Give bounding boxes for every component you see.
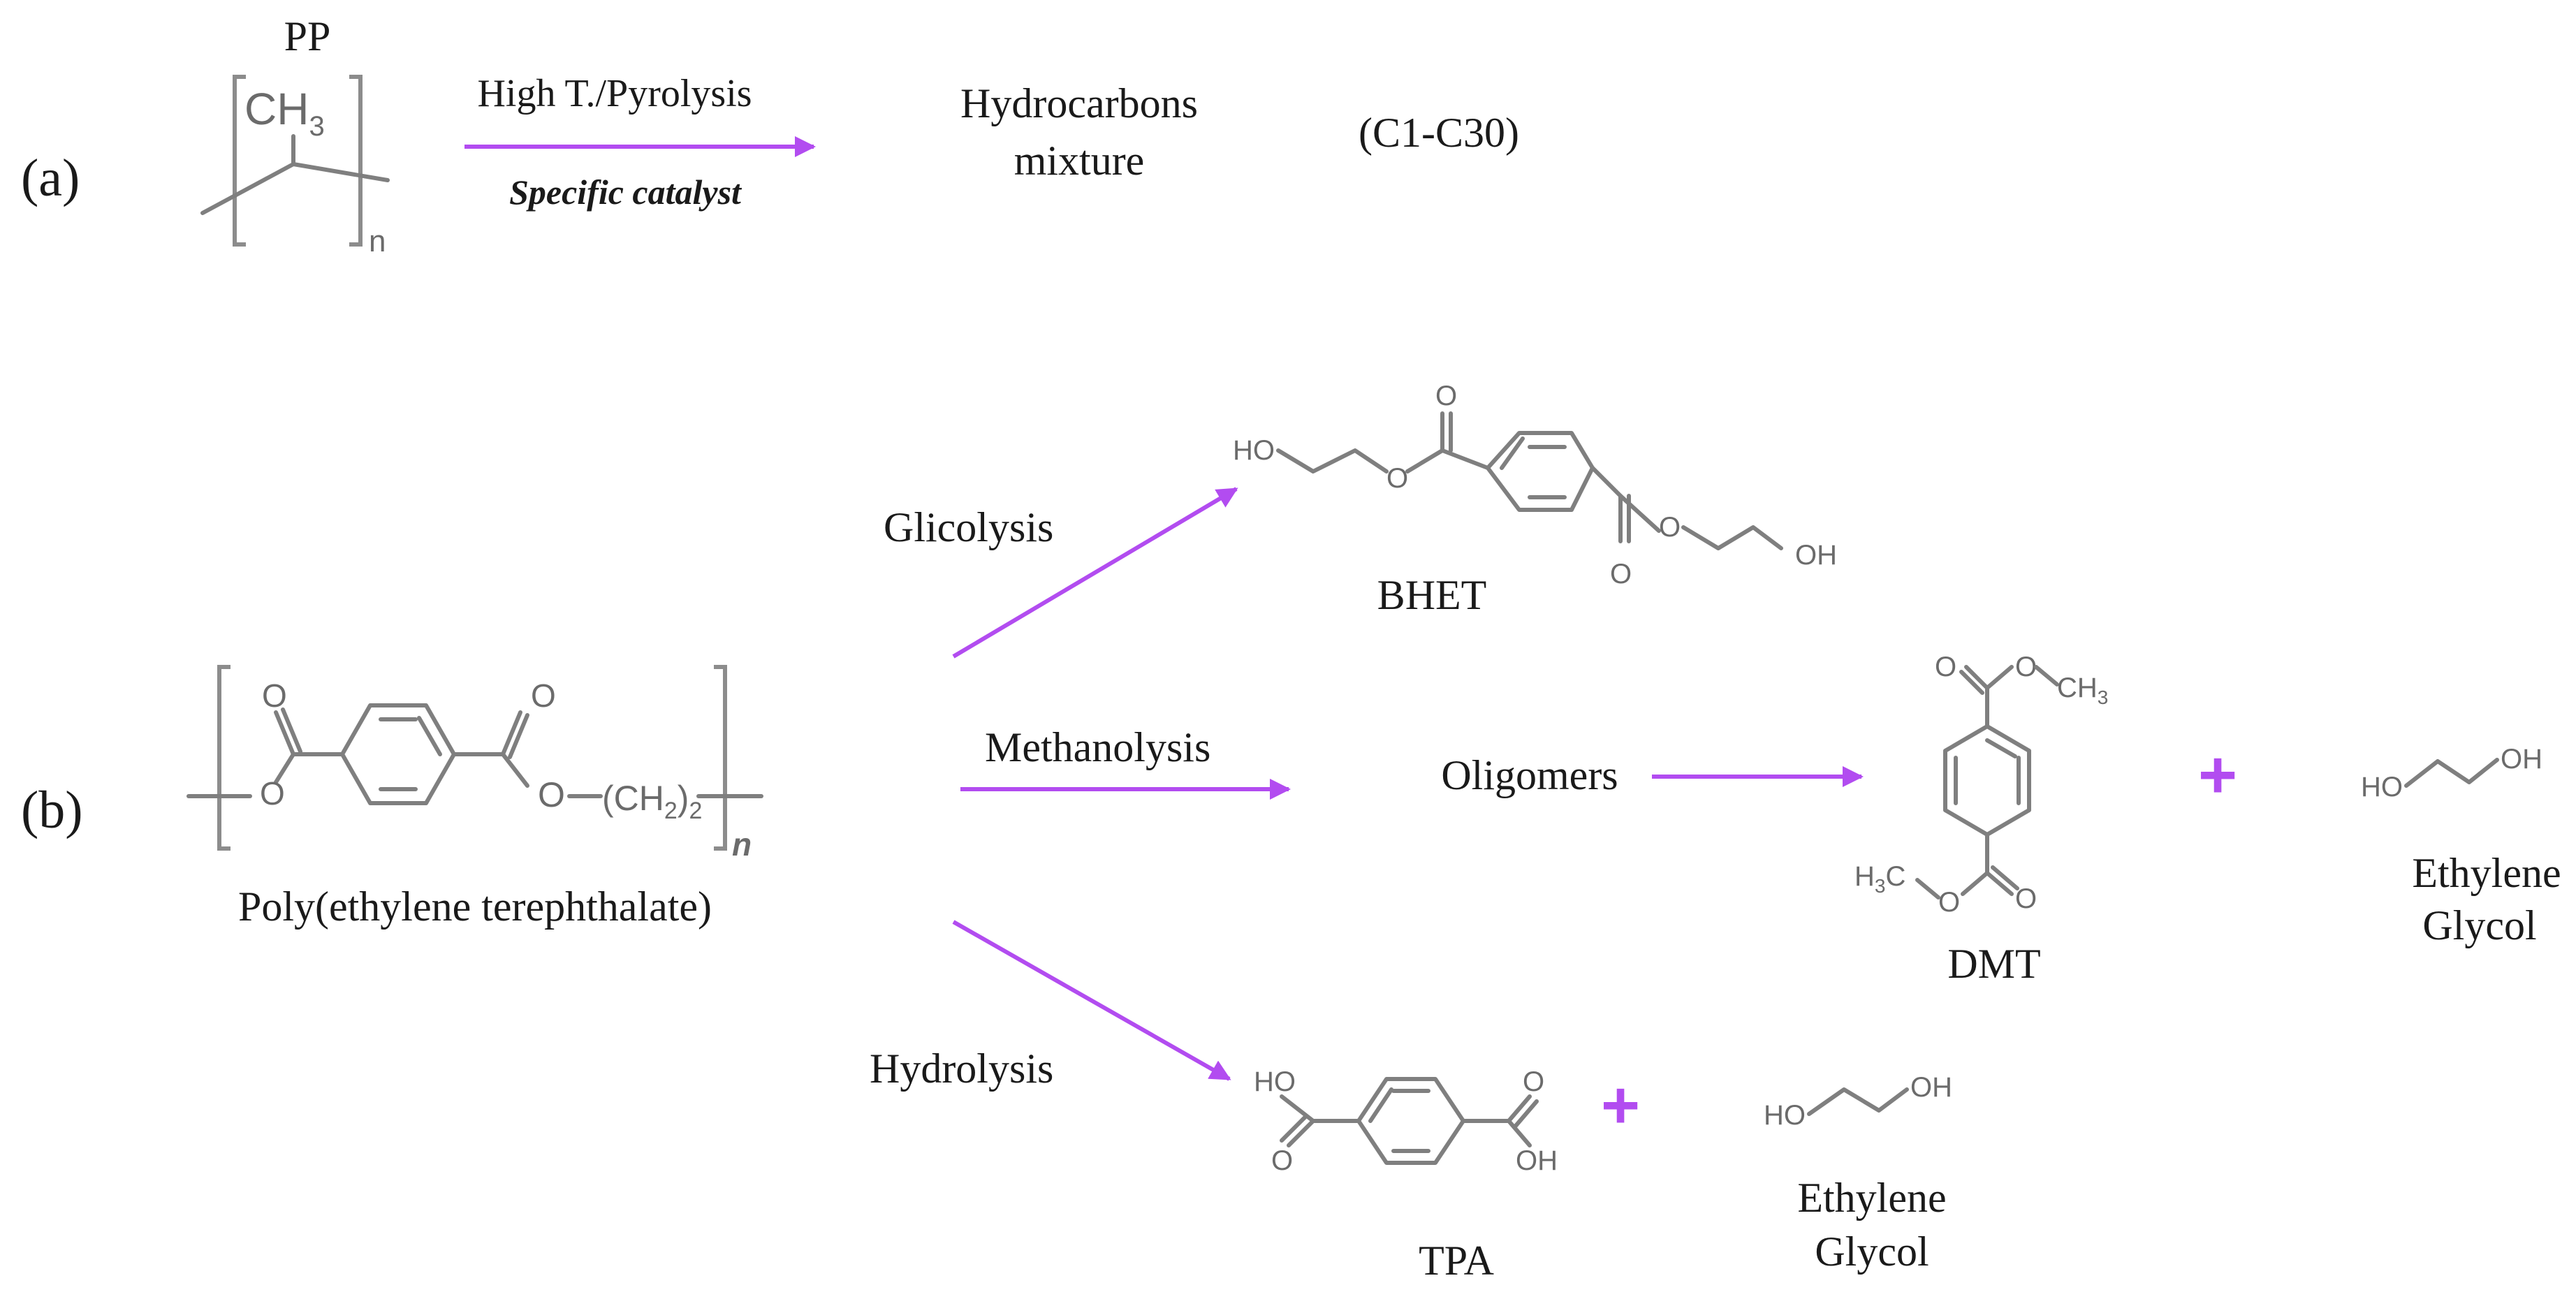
bhet-o-carbonyl-left: O xyxy=(1435,381,1457,411)
tpa-label: TPA xyxy=(1419,1238,1494,1284)
tpa-structure: HO O O OH xyxy=(1254,1066,1558,1176)
glycolysis-arrow xyxy=(952,487,1238,659)
bhet-o-carbonyl-right: O xyxy=(1610,559,1632,589)
bhet-oh: OH xyxy=(1795,540,1837,571)
tpa-o-right: O xyxy=(1523,1066,1544,1097)
oligomers-label: Oligomers xyxy=(1441,752,1618,798)
dmt-o-ester-bottom: O xyxy=(1938,887,1960,918)
part-a-label: (a) xyxy=(21,149,80,207)
bhet-structure: HO O O O O OH xyxy=(1233,381,1837,589)
eg1-label-line1: Ethylene xyxy=(2412,850,2561,896)
hydrolysis-label: Hydrolysis xyxy=(870,1045,1053,1092)
pet-o-ester-left: O xyxy=(260,775,285,812)
bhet-ho: HO xyxy=(1233,435,1275,466)
pp-ch3-text: CH3 xyxy=(244,84,325,142)
tpa-oh: OH xyxy=(1516,1145,1558,1176)
pet-chain-text: (CH2)2 xyxy=(602,779,702,824)
part-b-label: (b) xyxy=(21,781,83,839)
pet-structure: O O O O (CH2)2 n xyxy=(186,665,763,863)
pet-o-top-left: O xyxy=(262,677,287,714)
eg2-label-line1: Ethylene xyxy=(1797,1175,1946,1221)
dmt-o-top: O xyxy=(1935,652,1956,682)
eg1-oh: OH xyxy=(2501,744,2542,775)
dmt-ch3-top: CH3 xyxy=(2057,673,2108,708)
dmt-o-ester-top: O xyxy=(2015,652,2037,682)
dmt-label: DMT xyxy=(1947,941,2040,987)
hydrolysis-plus-sign: + xyxy=(1601,1068,1640,1143)
pp-label: PP xyxy=(284,13,331,59)
pet-o-top-right: O xyxy=(531,677,556,714)
methanolysis-label: Methanolysis xyxy=(985,724,1210,770)
methanolysis-plus-sign: + xyxy=(2198,738,2237,812)
dmt-structure: O O CH3 O H3C O xyxy=(1854,652,2108,918)
dmt-o-bottom: O xyxy=(2015,883,2037,914)
eg2-oh: OH xyxy=(1910,1072,1952,1103)
bhet-o-ester-right: O xyxy=(1659,512,1681,543)
eg1-label-line2: Glycol xyxy=(2422,902,2536,948)
pet-name-label: Poly(ethylene terephthalate) xyxy=(238,883,712,930)
pet-n-subscript: n xyxy=(732,826,752,863)
eg2-label-line2: Glycol xyxy=(1815,1228,1929,1275)
pp-structure: CH3 n xyxy=(200,75,390,258)
eg1-ho: HO xyxy=(2361,772,2403,802)
mixture-label: mixture xyxy=(1014,138,1145,184)
tpa-o-left: O xyxy=(1271,1145,1293,1176)
glycolysis-label: Glicolysis xyxy=(884,504,1053,550)
pet-o-ester-right: O xyxy=(538,775,565,814)
hydrocarbons-label: Hydrocarbons xyxy=(960,80,1198,126)
catalyst-condition-label: Specific catalyst xyxy=(509,173,742,212)
bhet-label: BHET xyxy=(1377,572,1487,618)
bhet-o-ester-left: O xyxy=(1386,463,1408,494)
pyrolysis-condition-label: High T./Pyrolysis xyxy=(477,72,752,115)
pp-n-subscript: n xyxy=(369,224,386,258)
eg2-ho: HO xyxy=(1764,1100,1806,1131)
carbon-range-label: (C1-C30) xyxy=(1359,110,1519,156)
tpa-ho: HO xyxy=(1254,1066,1296,1097)
ethylene-glycol-structure-methanolysis: HO OH xyxy=(2361,744,2542,802)
dmt-h3c-bottom: H3C xyxy=(1854,861,1905,897)
hydrolysis-arrow xyxy=(952,920,1231,1081)
ethylene-glycol-structure-hydrolysis: HO OH xyxy=(1764,1072,1952,1131)
